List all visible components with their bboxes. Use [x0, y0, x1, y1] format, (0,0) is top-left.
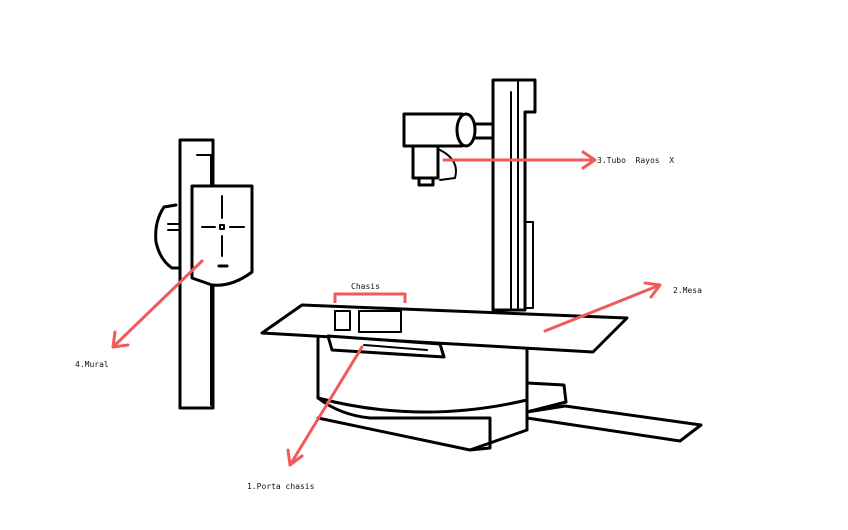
collimator-lens — [417, 176, 435, 187]
mural-stand — [154, 138, 254, 410]
mural-column — [178, 138, 215, 410]
table-foot-block — [525, 381, 568, 414]
tube-column — [491, 78, 537, 312]
label-chasis: Chasis — [351, 282, 380, 291]
tabletop — [260, 303, 629, 354]
tube-arm — [471, 122, 495, 140]
annotation-arrows — [111, 150, 662, 467]
label-porta-chasis: 1.Porta chasis — [247, 482, 315, 491]
table-pedestal-curve — [316, 338, 529, 414]
table — [260, 292, 703, 452]
tube-housing — [402, 112, 464, 148]
table-pedestal-front — [468, 398, 529, 452]
mural-rail — [196, 154, 212, 406]
chasis-bracket — [333, 292, 407, 303]
arrow-tubo — [442, 150, 597, 170]
mural-handle-grip — [167, 223, 181, 231]
label-mesa: 2.Mesa — [673, 286, 702, 295]
mural-crosshair — [201, 195, 245, 257]
tube-column-lower-rail — [524, 221, 534, 309]
mural-handle — [154, 203, 182, 270]
tube-cable — [439, 149, 457, 181]
arrow-mural — [111, 259, 204, 349]
table-base-plate — [525, 404, 703, 443]
bucky-tray-slot — [363, 344, 428, 351]
collimator — [411, 144, 440, 180]
label-mural: 4.Mural — [75, 360, 109, 369]
mural-crosshair-center — [219, 224, 225, 230]
tube-housing-end — [455, 112, 477, 148]
label-tubo-rayos-x: 3.Tubo Rayos X — [597, 156, 674, 165]
arrow-porta-chasis — [286, 345, 364, 467]
cassette-large — [358, 310, 402, 333]
arrow-mesa — [543, 281, 662, 333]
cassette-small — [334, 310, 351, 331]
tube-column-rails — [510, 81, 519, 309]
tube-stand — [402, 78, 537, 312]
